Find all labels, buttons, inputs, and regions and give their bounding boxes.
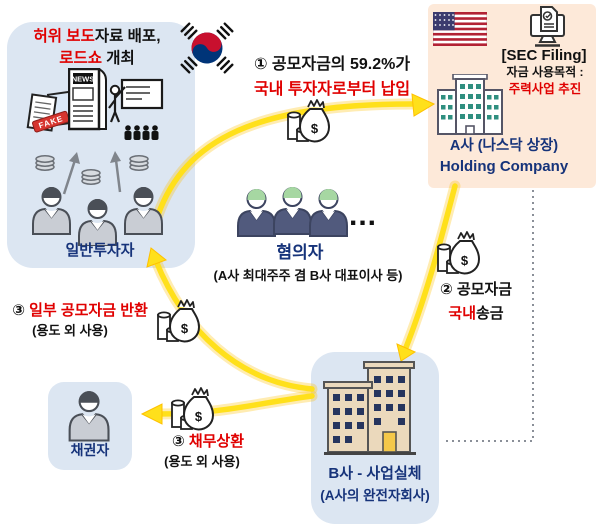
fund-purpose-label: 자금 사용목적 : (506, 65, 584, 79)
headline-black-part2: 개최 (101, 50, 135, 67)
flow-ipo-caption-line1: ① 공모자금의 59.2%가 (253, 56, 411, 73)
arrow-companyB-to-investors (153, 258, 315, 392)
flow-debt-subcaption: (용도 외 사용) (164, 454, 240, 469)
company-a-name: A사 (나스닥 상장) (449, 138, 559, 154)
money-bag-icon-ipo: $ (287, 99, 331, 143)
company-b-subtitle: (A사의 완전자회사) (320, 488, 430, 503)
remit-domestic-red: 국내 (448, 305, 476, 322)
dollar-symbol: $ (181, 321, 189, 336)
dollar-symbol: $ (195, 409, 203, 424)
arrow-investors-to-companyA (155, 101, 421, 218)
headline-red-part1: 허위 보도 (33, 28, 95, 45)
us-flag-icon (433, 12, 487, 46)
dollar-symbol: $ (311, 121, 319, 136)
company-a-building-icon (437, 74, 503, 135)
suspects-description: (A사 최대주주 겸 B사 대표이사 등) (213, 268, 403, 283)
fake-press-headline-line2: 로드쇼 개최 (12, 49, 182, 69)
flow-remit-caption-line2: 국내송금 (426, 304, 526, 324)
fake-press-headline-line1: 허위 보도자료 배포, (12, 27, 182, 47)
news-masthead-label: NEWS (72, 75, 95, 84)
suspects-label: 혐의자 (276, 243, 324, 262)
sec-filing-icon (530, 6, 565, 47)
newspaper-icon: NEWS (68, 68, 107, 131)
sec-filing-label: [SEC Filing] (501, 47, 587, 64)
fund-purpose-value: 주력사업 추진 (508, 82, 582, 96)
money-bag-icon-return: $ (157, 299, 201, 343)
debt-number: ③ (171, 433, 189, 450)
creditor-person-icon (68, 391, 110, 442)
money-bag-icon-remit: $ (437, 231, 481, 275)
remit-send-black: 송금 (476, 305, 504, 322)
investors-group-icon (32, 151, 163, 246)
headline-red-part2: 로드쇼 (59, 50, 102, 67)
creditor-label: 채권자 (70, 442, 110, 458)
company-b-building-icon (323, 361, 416, 455)
headline-black-part1: 자료 배포, (94, 28, 161, 45)
korea-flag-icon (180, 22, 234, 74)
company-a-subtitle: Holding Company (439, 158, 569, 175)
investors-label: 일반투자자 (65, 242, 135, 259)
money-bag-icon-debt: $ (171, 387, 215, 431)
suspects-ellipsis: ... (348, 199, 377, 232)
arrow-companyA-to-companyB (402, 183, 458, 353)
return-number: ③ (12, 302, 30, 319)
roadshow-presentation-icon (108, 78, 164, 140)
flow-ipo-caption-line2: 국내 투자자로부터 납입 (253, 81, 411, 98)
flow-debt-caption: ③ 채무상환 (148, 432, 268, 452)
suspects-group-icon (237, 187, 348, 237)
dollar-symbol: $ (461, 253, 469, 268)
debt-text: 채무상환 (188, 433, 245, 450)
company-b-name: B사 - 사업실체 (328, 465, 422, 482)
flow-return-subcaption: (용도 외 사용) (32, 323, 108, 338)
return-text: 일부 공모자금 반환 (29, 302, 148, 319)
flow-remit-caption-line1: ② 공모자금 (439, 281, 513, 298)
flow-return-caption: ③ 일부 공모자금 반환 (4, 301, 156, 321)
